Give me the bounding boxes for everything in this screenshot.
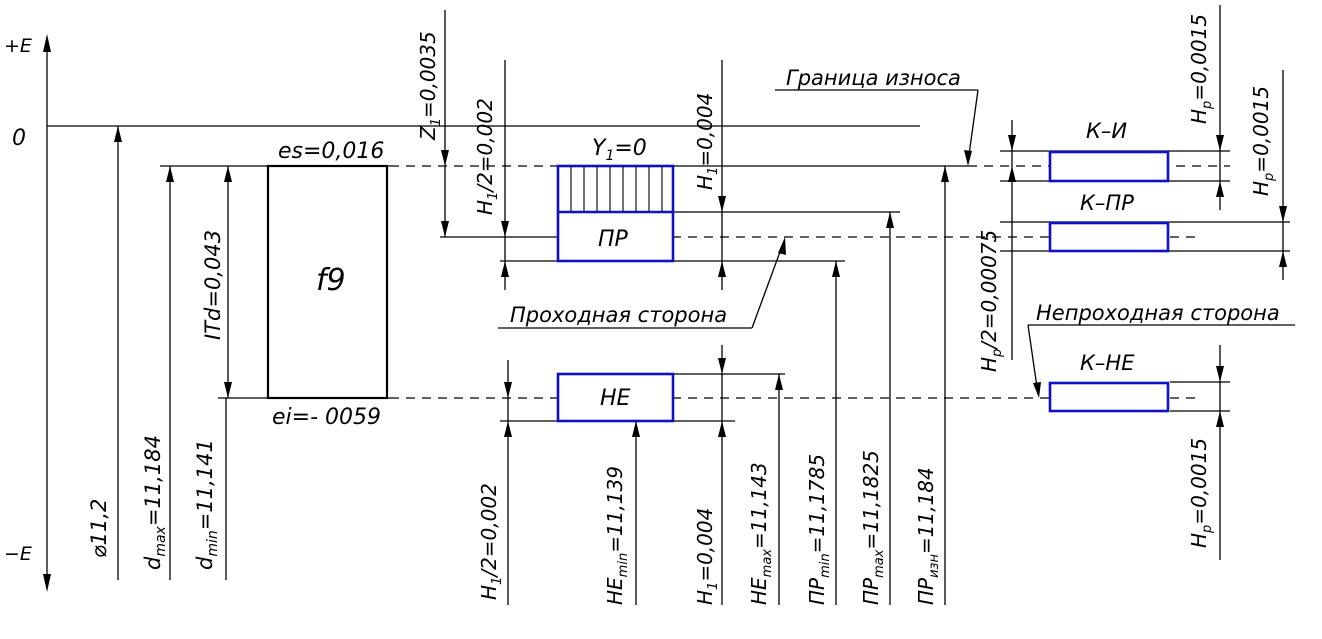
h1-top-arrow-1 bbox=[718, 196, 726, 212]
z1-arrow-bottom bbox=[441, 221, 449, 237]
zero-label: 0 bbox=[12, 126, 26, 151]
h1-top-label: H1=0,004 bbox=[693, 93, 721, 190]
h1-half-top-arrow-2 bbox=[501, 261, 509, 277]
ki-label: К–И bbox=[1086, 119, 1127, 143]
nogo-side-leader-arrow bbox=[1033, 382, 1041, 398]
hp-1-arrow-1 bbox=[1216, 135, 1224, 151]
h1-half-bottom-label: H1/2=0,002 bbox=[477, 483, 505, 600]
nogo-side-leader bbox=[1027, 324, 1039, 395]
h1-bottom-arrow-1 bbox=[718, 358, 726, 374]
nominal-label: ⌀11,2 bbox=[87, 499, 111, 558]
hp-3-arrow-2 bbox=[1216, 411, 1224, 427]
wear-limit-leader-arrow bbox=[964, 150, 972, 166]
hp-3-label: Hp=0,0015 bbox=[1187, 438, 1215, 548]
pr-izn-label: ПРизн=11,184 bbox=[914, 467, 942, 605]
ne-gauge-label: НЕ bbox=[600, 386, 631, 411]
hp-1-label: Hp=0,0015 bbox=[1187, 14, 1215, 124]
h1-half-bottom-arrow-2 bbox=[504, 421, 512, 437]
h1-half-top-arrow-1 bbox=[501, 221, 509, 237]
h1-half-bottom-arrow-1 bbox=[504, 382, 512, 398]
hp-3-arrow-1 bbox=[1216, 366, 1224, 382]
hp-2-arrow-2 bbox=[1279, 251, 1287, 267]
minus-e-label: −E bbox=[4, 543, 32, 565]
z1-label: Z1=0,0035 bbox=[416, 31, 444, 141]
ne-max-label: НЕmax=11,143 bbox=[747, 462, 775, 605]
dmax-arrow bbox=[166, 166, 174, 182]
z1-arrow-top bbox=[441, 150, 449, 166]
kpr-label: К–ПР bbox=[1080, 191, 1134, 215]
kne-counter-gauge bbox=[1048, 381, 1170, 413]
itd-arrow-top bbox=[224, 166, 232, 182]
hp-2-arrow-1 bbox=[1279, 206, 1287, 222]
pr-min-arrow bbox=[832, 261, 840, 277]
shaft-field-label: f9 bbox=[316, 263, 346, 298]
nogo-side-label: Непроходная сторона bbox=[1036, 301, 1280, 325]
ne-min-label: НЕmin=11,139 bbox=[603, 466, 631, 605]
ei-label: ei=- 0059 bbox=[272, 405, 381, 430]
hp-2-label: Hp=0,0015 bbox=[1249, 86, 1277, 196]
h1-bottom-label: H1=0,004 bbox=[693, 508, 721, 605]
ne-max-arrow bbox=[775, 374, 783, 390]
es-label: es=0,016 bbox=[278, 139, 384, 164]
hp-half-arrow-1 bbox=[1008, 135, 1016, 151]
plus-e-label: +E bbox=[4, 35, 32, 57]
shaft-tolerance-field bbox=[266, 164, 389, 400]
e-axis-top-arrow bbox=[43, 34, 51, 52]
itd-arrow-bottom bbox=[224, 382, 232, 398]
h1-half-top-label: H1/2=0,002 bbox=[473, 98, 501, 215]
wear-limit-leader bbox=[967, 89, 979, 163]
go-side-leader-arrow bbox=[778, 237, 786, 255]
wear-allowance-hatch bbox=[570, 166, 663, 212]
nominal-arrow bbox=[114, 126, 122, 142]
itd-label: ITd=0,043 bbox=[201, 230, 225, 340]
pr-gauge-field bbox=[556, 164, 675, 263]
h1-top-arrow-2 bbox=[718, 261, 726, 277]
pr-izn-arrow bbox=[941, 166, 949, 182]
wear-limit-label: Граница износа bbox=[786, 66, 961, 90]
pr-max-label: ПРmax=11,1825 bbox=[859, 450, 887, 605]
hp-half-label: Hp/2=0,00075 bbox=[977, 230, 1005, 372]
pr-max-arrow bbox=[886, 212, 894, 228]
dmin-label: dmin=11,141 bbox=[193, 439, 221, 570]
h1-bottom-arrow-2 bbox=[718, 421, 726, 437]
ne-min-arrow bbox=[632, 421, 640, 437]
pr-min-label: ПРmin=11,1785 bbox=[805, 454, 833, 605]
kne-label: К–НЕ bbox=[1080, 351, 1135, 375]
y1-label: Y1=0 bbox=[592, 136, 647, 164]
hp-1-arrow-2 bbox=[1216, 181, 1224, 197]
kpr-counter-gauge bbox=[1048, 221, 1170, 253]
pr-gauge-label: ПР bbox=[598, 227, 629, 252]
dmax-label: dmax=11,184 bbox=[141, 435, 169, 570]
e-axis-bottom-arrow bbox=[43, 574, 51, 592]
ne-gauge-field bbox=[556, 372, 675, 423]
hp-half-arrow-2 bbox=[1008, 166, 1016, 182]
go-side-leader bbox=[751, 240, 785, 329]
ki-counter-gauge bbox=[1048, 150, 1170, 183]
go-side-label: Проходная сторона bbox=[510, 303, 727, 327]
